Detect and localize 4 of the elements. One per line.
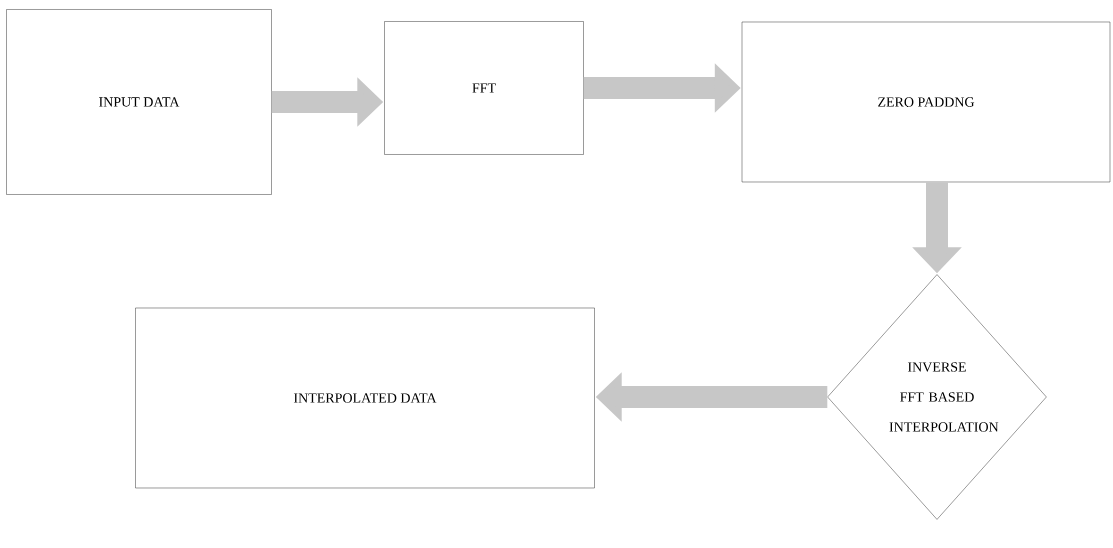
process-box: ZERO PADDNG (741, 21, 1111, 183)
process-box: INPUT DATA (6, 9, 272, 195)
process-box: FFT (384, 21, 584, 155)
process-box: INTERPOLATED DATA (135, 307, 595, 489)
